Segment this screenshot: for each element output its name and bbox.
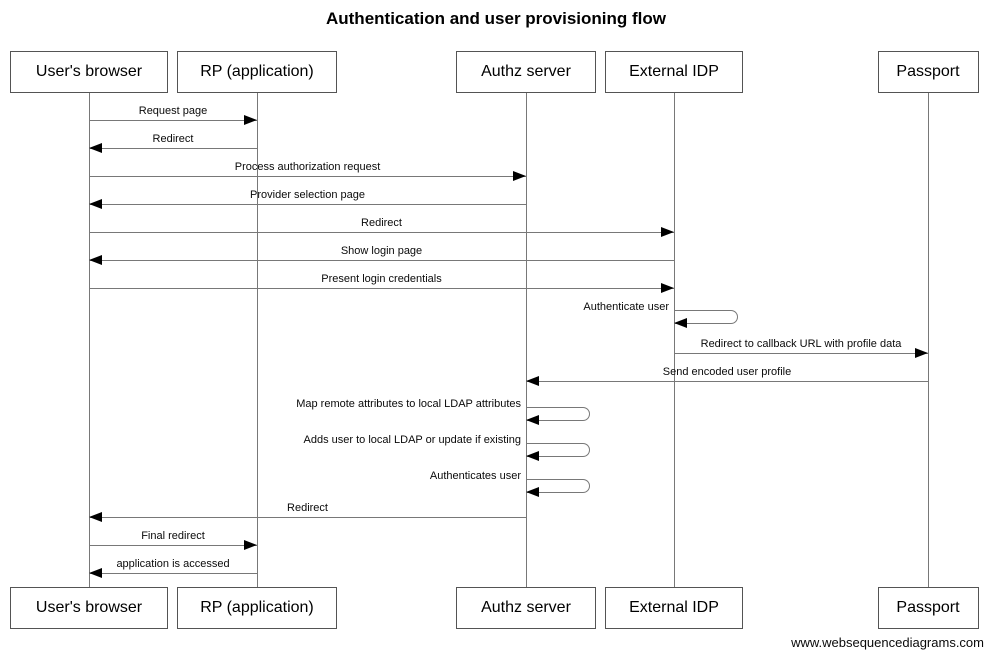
actor-box-passport-bottom: Passport <box>877 587 979 629</box>
lifeline-external-idp <box>674 92 675 588</box>
message-label-request-page: Request page <box>138 105 208 117</box>
arrowhead <box>674 318 687 328</box>
arrowhead <box>915 348 928 358</box>
actor-box-external-idp-top: External IDP <box>605 51 743 93</box>
lifeline-authz-server <box>526 92 527 588</box>
diagram-title: Authentication and user provisioning flo… <box>325 9 666 28</box>
arrowhead <box>526 487 539 497</box>
message-line-present-login-credentials <box>89 288 674 289</box>
message-label-redirect: Redirect <box>361 217 402 229</box>
actor-box-rp-application-bottom: RP (application) <box>177 587 337 629</box>
message-label-final-redirect: Final redirect <box>141 530 205 542</box>
actor-box-passport-top: Passport <box>877 51 979 93</box>
actor-box-authz-server-bottom: Authz server <box>456 587 596 629</box>
message-label-map-remote-attributes-to-local-ldap-attributes: Map remote attributes to local LDAP attr… <box>296 398 521 410</box>
actor-box-users-browser-bottom: User's browser <box>10 587 168 629</box>
arrowhead <box>89 512 102 522</box>
arrowhead <box>513 171 526 181</box>
message-label-process-authorization-request: Process authorization request <box>234 161 381 173</box>
arrowhead <box>89 199 102 209</box>
message-line-redirect <box>89 232 674 233</box>
message-line-send-encoded-user-profile <box>526 381 928 382</box>
message-label-show-login-page: Show login page <box>340 245 423 257</box>
message-line-provider-selection-page <box>89 204 526 205</box>
message-line-redirect <box>89 148 257 149</box>
message-label-provider-selection-page: Provider selection page <box>250 189 365 201</box>
arrowhead <box>661 283 674 293</box>
message-label-present-login-credentials: Present login credentials <box>321 273 442 285</box>
actor-box-users-browser-top: User's browser <box>10 51 168 93</box>
message-line-application-is-accessed <box>89 573 257 574</box>
message-label-authenticate-user: Authenticate user <box>583 301 669 313</box>
arrowhead <box>89 568 102 578</box>
message-label-redirect-to-callback-url-with-profile-data: Redirect to callback URL with profile da… <box>700 338 902 350</box>
lifeline-users-browser <box>89 92 90 588</box>
arrowhead <box>244 540 257 550</box>
message-label-send-encoded-user-profile: Send encoded user profile <box>662 366 792 378</box>
arrowhead <box>526 376 539 386</box>
lifeline-passport <box>928 92 929 588</box>
arrowhead <box>661 227 674 237</box>
message-line-redirect-to-callback-url-with-profile-data <box>674 353 928 354</box>
self-loop-adds-user-to-local-ldap-or-update-if-existing <box>526 443 590 457</box>
message-label-authenticates-user: Authenticates user <box>429 470 521 482</box>
arrowhead <box>526 451 539 461</box>
message-line-show-login-page <box>89 260 674 261</box>
message-line-redirect <box>89 517 526 518</box>
self-loop-authenticate-user <box>674 310 738 324</box>
arrowhead <box>89 255 102 265</box>
arrowhead <box>244 115 257 125</box>
arrowhead <box>526 415 539 425</box>
arrowhead <box>89 143 102 153</box>
message-line-final-redirect <box>89 545 257 546</box>
self-loop-authenticates-user <box>526 479 590 493</box>
message-label-adds-user-to-local-ldap-or-update-if-existing: Adds user to local LDAP or update if exi… <box>303 434 521 446</box>
message-label-redirect: Redirect <box>287 502 328 514</box>
watermark-text: www.websequencediagrams.com <box>791 635 984 650</box>
message-line-process-authorization-request <box>89 176 526 177</box>
actor-box-rp-application-top: RP (application) <box>177 51 337 93</box>
message-label-redirect: Redirect <box>152 133 194 145</box>
actor-box-authz-server-top: Authz server <box>456 51 596 93</box>
message-label-application-is-accessed: application is accessed <box>116 558 230 570</box>
message-line-request-page <box>89 120 257 121</box>
lifeline-rp-application <box>257 92 258 588</box>
self-loop-map-remote-attributes-to-local-ldap-attributes <box>526 407 590 421</box>
actor-box-external-idp-bottom: External IDP <box>605 587 743 629</box>
